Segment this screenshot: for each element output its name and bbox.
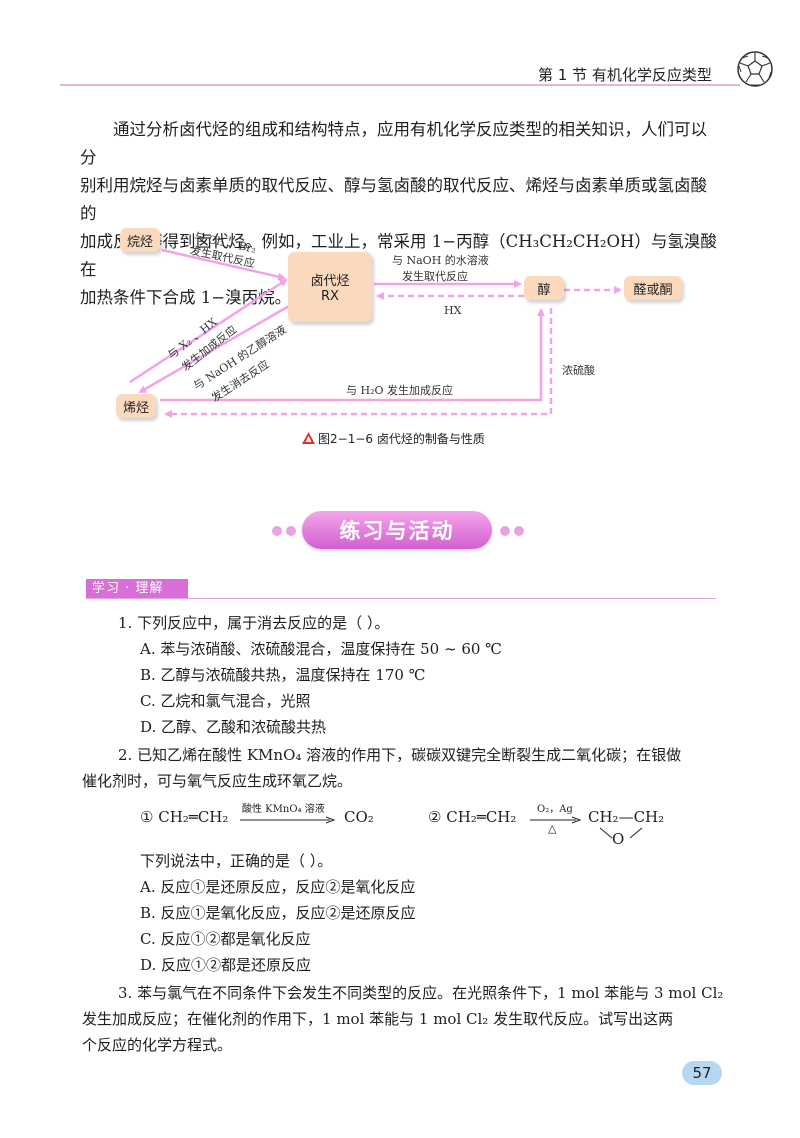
decor-dot (272, 526, 282, 536)
reaction-diagram (129, 248, 622, 418)
page-number: 57 (682, 1061, 722, 1085)
q2-eq2-arrow (530, 816, 582, 824)
section-rule (86, 598, 716, 599)
label-conc-sulfuric-acid: 浓硫酸 (562, 364, 595, 377)
q3-line: 3. 苯与氯气在不同条件下会发生不同类型的反应。在光照条件下，1 mol 苯能与… (118, 984, 724, 1002)
q1-option-c: C. 乙烷和氯气混合，光照 (140, 692, 311, 710)
exercise-banner: 练习与活动 (302, 511, 492, 549)
arrow-alcohol-to-alkene (164, 308, 553, 418)
q2-eq2-condition: O₂，Ag (537, 804, 573, 815)
label-substitution-2: 发生取代反应 (402, 270, 468, 283)
epoxide-bonds (599, 827, 643, 839)
node-haloalkane-formula: RX (321, 289, 339, 304)
arrow-rx-to-alkene (138, 300, 297, 394)
q2-option-c: C. 反应①②都是氧化反应 (140, 930, 311, 948)
q2-option-b: B. 反应①是氧化反应，反应②是还原反应 (140, 904, 416, 922)
node-haloalkane: 卤代烃 RX (288, 252, 372, 322)
label-hx: HX (444, 304, 462, 317)
intro-line: 加热条件下合成 1−溴丙烷。 (80, 288, 292, 307)
node-alkane: 烷烃 (120, 228, 160, 252)
decor-dot (286, 526, 296, 536)
q1-option-a: A. 苯与浓硝酸、浓硫酸混合，温度保持在 50 ~ 60 ℃ (140, 640, 502, 658)
node-haloalkane-name: 卤代烃 (310, 274, 350, 289)
arrow-alkene-to-alcohol (160, 308, 545, 402)
q2-option-a: A. 反应①是还原反应，反应②是氧化反应 (140, 878, 416, 896)
node-aldehyde-ketone: 醛或酮 (624, 276, 682, 300)
decor-dot (514, 526, 524, 536)
arrow-alkene-to-rx (129, 278, 288, 384)
decor-dot (500, 526, 510, 536)
triangle-icon (302, 432, 315, 444)
intro-paragraph: 通过分析卤代烃的组成和结构特点，应用有机化学反应类型的相关知识，人们可以分 别利… (80, 116, 720, 312)
header-rule (60, 84, 740, 86)
intro-line: 通过分析卤代烃的组成和结构特点，应用有机化学反应类型的相关知识，人们可以分 (80, 120, 707, 167)
q2-eq2-heat: △ (548, 822, 557, 835)
section-tag: 学习 · 理解 (86, 579, 188, 599)
node-alcohol: 醇 (524, 276, 564, 300)
label-h2o-addition: 与 H₂O 发生加成反应 (346, 384, 454, 397)
figure-caption-text: 图2−1−6 卤代烃的制备与性质 (318, 432, 485, 446)
q2-eq1-reactant: ① CH₂═CH₂ (140, 808, 229, 826)
section-title: 第 1 节 有机化学反应类型 (538, 66, 712, 84)
q2-stem-line: 催化剂时，可与氧气反应生成环氧乙烷。 (82, 772, 353, 790)
q2-option-d: D. 反应①②都是还原反应 (140, 956, 312, 974)
figure-caption: 图2−1−6 卤代烃的制备与性质 (302, 430, 485, 447)
q2-eq2-reactant: ② CH₂═CH₂ (428, 808, 517, 826)
q2-eq2-oxygen: O (612, 830, 625, 848)
q1-option-d: D. 乙醇、乙酸和浓硫酸共热 (140, 718, 327, 736)
intro-line: 加成反应等得到卤代烃。例如，工业上，常采用 1−丙醇（CH₃CH₂CH₂OH）与… (80, 232, 717, 279)
fullerene-icon (737, 51, 773, 87)
q2-eq1-arrow (240, 816, 336, 824)
label-naoh-aq: 与 NaOH 的水溶液 (392, 254, 489, 267)
q2-ask: 下列说法中，正确的是（ ）。 (140, 852, 333, 870)
q2-stem-line: 2. 已知乙烯在酸性 KMnO₄ 溶液的作用下，碳碳双键完全断裂生成二氧化碳；在… (118, 746, 682, 764)
node-alkene: 烯烃 (116, 394, 156, 418)
q3-line: 个反应的化学方程式。 (82, 1036, 233, 1054)
q1-stem: 1. 下列反应中，属于消去反应的是（ ）。 (118, 614, 390, 632)
q3-line: 发生加成反应；在催化剂的作用下，1 mol 苯能与 1 mol Cl₂ 发生取代… (82, 1010, 674, 1028)
arrow-alkane-to-rx (161, 248, 286, 281)
intro-line: 别利用烷烃与卤素单质的取代反应、醇与氢卤酸的取代反应、烯烃与卤素单质或氢卤酸的 (80, 176, 707, 223)
q2-eq2-product: CH₂—CH₂ (588, 808, 665, 826)
q2-eq1-product: CO₂ (344, 808, 374, 826)
q2-eq1-condition: 酸性 KMnO₄ 溶液 (242, 804, 325, 815)
q1-option-b: B. 乙醇与浓硫酸共热，温度保持在 170 ℃ (140, 666, 426, 684)
